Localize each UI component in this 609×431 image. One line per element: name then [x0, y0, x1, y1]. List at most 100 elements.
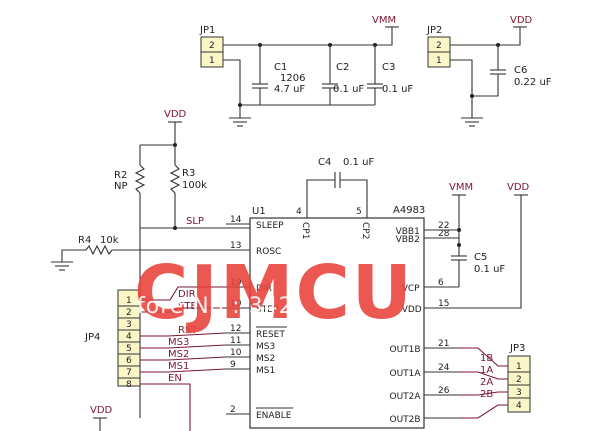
- jp4-pin-5: 6: [126, 356, 132, 366]
- bus-wire-right-2: [459, 391, 508, 396]
- watermark-main: CJMCU: [134, 250, 414, 336]
- c4-value: 0.1 uF: [343, 157, 374, 168]
- ic-ref-label: U1: [252, 206, 266, 217]
- ic-right-pin-name-3: VDD: [402, 305, 422, 315]
- ic-left-pin-name-6: MS2: [256, 354, 275, 364]
- ic-left-pin-name-7: MS1: [256, 366, 275, 376]
- jp3-pin-2: 3: [516, 388, 522, 398]
- bus-wires: [140, 286, 508, 431]
- ic-right-pin-name-2: VCP: [402, 284, 420, 294]
- ic-right-pin-name-6: OUT2A: [390, 392, 422, 402]
- net-1b: 1B: [480, 353, 493, 364]
- jp1-label: JP1: [199, 25, 215, 36]
- ic-right-pin-name-4: OUT1B: [390, 345, 421, 355]
- r3-value: 100k: [182, 180, 207, 191]
- net-slp: SLP: [186, 216, 204, 227]
- vdd-bottom-label: VDD: [90, 405, 113, 416]
- c1-label: C1: [274, 62, 287, 73]
- ic-left-pin-num-7: 9: [230, 360, 236, 370]
- jp1-pin2: 2: [209, 41, 215, 51]
- c1-value: 4.7 uF: [274, 84, 305, 95]
- ic-left-pin-name-2: DIR: [256, 284, 272, 294]
- jp3-pin-1: 2: [516, 375, 522, 385]
- jp4-pin-1: 2: [126, 308, 132, 318]
- jp2-pin2: 2: [436, 41, 442, 51]
- ic-right-pin-num-4: 21: [438, 339, 449, 349]
- watermark-sub: fore No : 342: [137, 294, 294, 319]
- jp1-pin1: 1: [209, 56, 215, 66]
- r4-label: R4: [78, 235, 91, 246]
- net-1a: 1A: [480, 365, 493, 376]
- c5-label: C5: [474, 252, 487, 263]
- r3-resistor: [169, 164, 181, 194]
- vmm-right-label: VMM: [449, 182, 473, 193]
- ic-part-label: A4983: [393, 205, 425, 216]
- bus-wire-right-3: [459, 404, 508, 419]
- c4-label: C4: [318, 157, 331, 168]
- jp4-pin-0: 1: [126, 296, 132, 306]
- bus-wire-dir: [140, 286, 226, 301]
- c5-value: 0.1 uF: [474, 264, 505, 275]
- c3-value: 0.1 uF: [382, 84, 413, 95]
- ic-left-pin-name-1: ROSC: [256, 247, 281, 257]
- ic-right-pin-num-3: 15: [438, 299, 449, 309]
- ground-symbol-left: [51, 261, 73, 271]
- jp4-label: JP4: [84, 332, 100, 343]
- ic-top-pin-name-1: CP2: [360, 222, 370, 239]
- ic-right-pin-name-1: VBB2: [396, 235, 420, 245]
- ic-left-pin-num-4: 12: [230, 324, 241, 334]
- net-2a: 2A: [480, 377, 493, 388]
- vdd-left-label: VDD: [164, 109, 187, 120]
- r4-value: 10k: [100, 235, 119, 246]
- ic-right-pin-num-0: 22: [438, 221, 449, 231]
- ic-left-pin-name-5: MS3: [256, 342, 275, 352]
- ic-top-pin-num-0: 4: [296, 207, 302, 217]
- jp4-pin-3: 4: [126, 332, 132, 342]
- bus-wire-left-3: [140, 368, 227, 373]
- ic-right-pin-name-0: VBB1: [396, 227, 420, 237]
- net-labels: SLP DIR STEP RST MS3 MS2 MS1 EN 1B 1A 2A…: [168, 216, 493, 400]
- ic-left-pin-name-4: RESET: [256, 330, 285, 340]
- ground-symbol-top-right: [461, 117, 483, 127]
- ic-left-pin-num-6: 10: [230, 348, 242, 358]
- ic-left-pin-num-1: 13: [230, 241, 241, 251]
- ic-left-pin-num-2: 19: [230, 278, 242, 288]
- vdd-right-label: VDD: [507, 182, 530, 193]
- jp3-pin-0: 1: [516, 362, 522, 372]
- net-rst: RST: [178, 325, 198, 336]
- jp2-label: JP2: [426, 25, 442, 36]
- net-en: EN: [168, 373, 182, 384]
- ic-left-pin-name-3: STEP: [256, 305, 279, 315]
- net-dir: DIR: [178, 289, 196, 300]
- net-ms2: MS2: [168, 349, 189, 360]
- ic-u1: U1 A4983 C4 0.1 uF 4 5 CP1 CP2: [249, 157, 425, 429]
- r2-value: NP: [114, 181, 128, 192]
- ic-left-pin-name-0: SLEEP: [256, 221, 284, 231]
- bus-wire-en: [140, 383, 191, 431]
- ic-body: [249, 217, 425, 429]
- ic-left-pin-name-8: ENABLE: [256, 411, 292, 421]
- jp3-pin-3: 4: [516, 401, 522, 411]
- ic-top-pin-num-1: 5: [356, 207, 362, 217]
- r2-label: R2: [114, 170, 127, 181]
- bus-wire-left-1: [140, 344, 227, 349]
- r2-resistor: [134, 164, 146, 194]
- c1-package: 1206: [280, 73, 305, 84]
- jp4-pin-4: 5: [126, 344, 132, 354]
- vdd-bottom: VDD: [90, 405, 113, 431]
- net-2b: 2B: [480, 389, 493, 400]
- power-right-section: VMM VDD C5 0.1 uF: [424, 182, 530, 309]
- bus-wire-right-1: [459, 371, 508, 380]
- r4-resistor: [85, 244, 113, 256]
- bus-wire-left-2: [140, 356, 227, 361]
- jp2-section: JP2 2 1 VDD C6 0.22 uF: [426, 15, 552, 127]
- net-step: STEP: [178, 301, 203, 312]
- c2-label: C2: [336, 62, 349, 73]
- jp3-pins: 1 2 3 4: [508, 362, 530, 411]
- ic-right-pin-num-6: 26: [438, 386, 450, 396]
- watermark: CJMCU fore No : 342: [134, 250, 414, 336]
- bus-wire-step: [140, 307, 226, 313]
- vmm-top-label: VMM: [372, 15, 396, 26]
